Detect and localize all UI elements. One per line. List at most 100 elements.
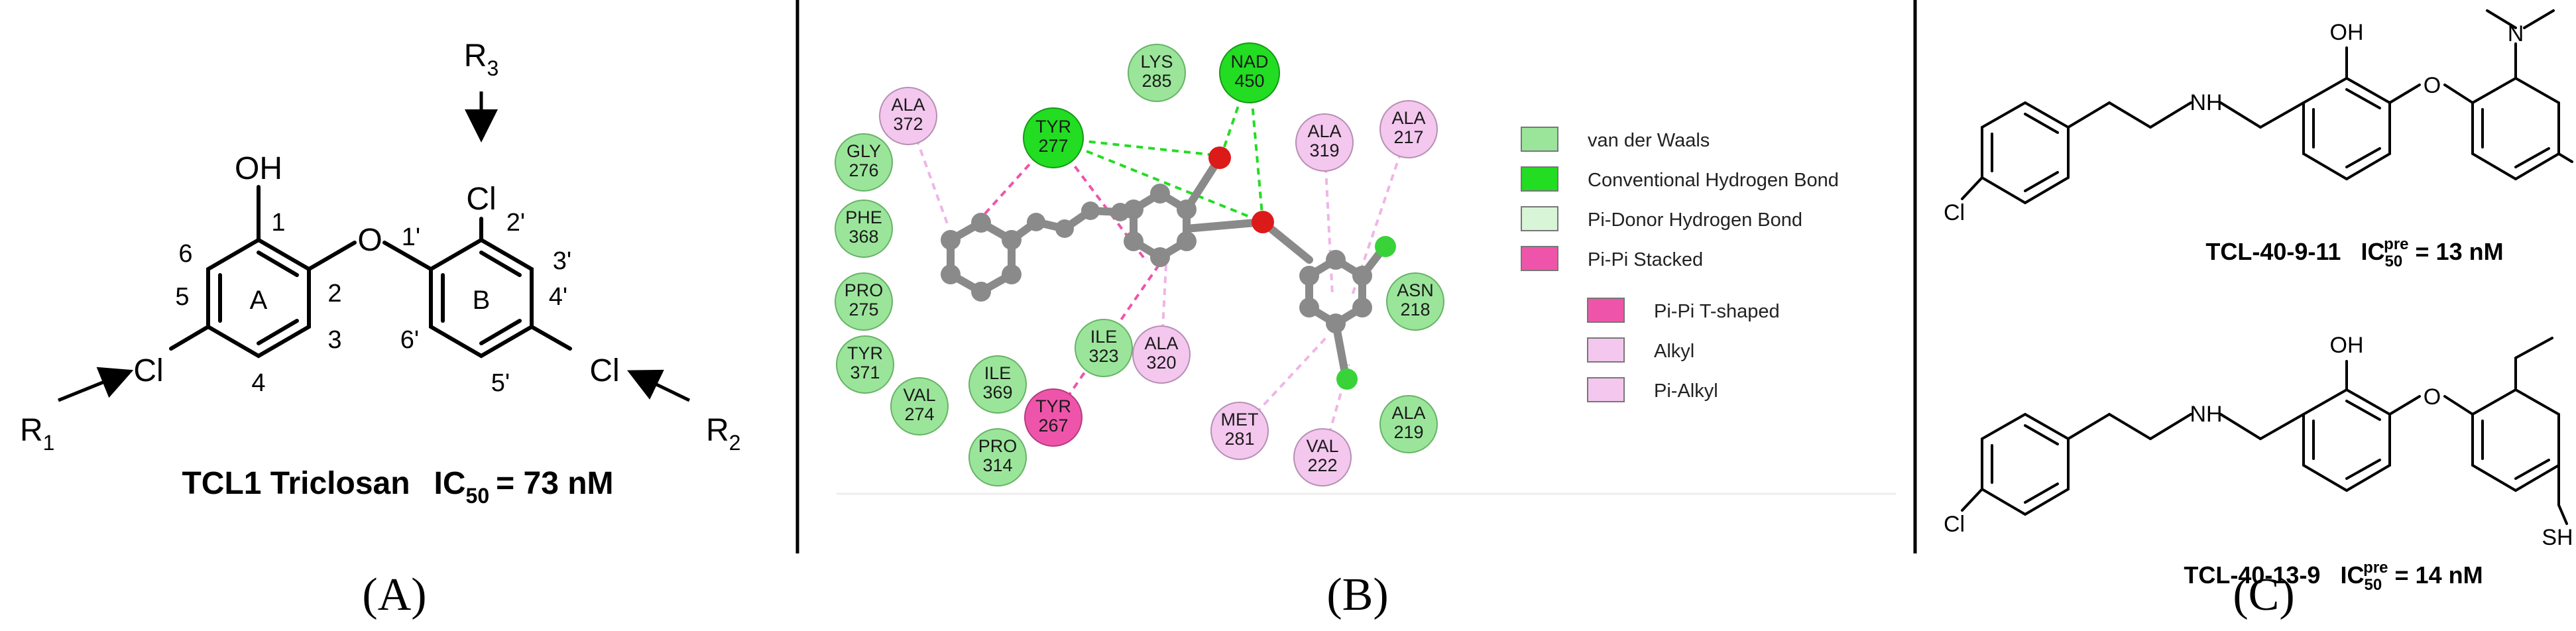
pos-3prime: 3' — [553, 247, 571, 275]
legend-label-hbond: Conventional Hydrogen Bond — [1588, 170, 1839, 191]
legend-swatch-alkyl — [1587, 337, 1625, 363]
pos-4: 4 — [251, 369, 265, 397]
atom-cl-2prime: Cl — [466, 182, 496, 217]
pos-6prime: 6' — [400, 326, 419, 354]
svg-text:TYR: TYR — [1035, 117, 1071, 137]
atom-o-bridge: O — [357, 223, 382, 258]
svg-text:ALA: ALA — [891, 95, 925, 115]
svg-text:368: 368 — [849, 227, 878, 247]
svg-text:275: 275 — [849, 300, 878, 319]
svg-text:276: 276 — [849, 160, 878, 180]
svg-text:218: 218 — [1400, 300, 1430, 319]
legend-label-pistacked: Pi-Pi Stacked — [1588, 249, 1703, 270]
atom-oh: OH — [235, 151, 282, 186]
svg-text:ALA: ALA — [1391, 108, 1425, 128]
pos-2: 2 — [327, 280, 341, 308]
svg-text:372: 372 — [893, 114, 923, 134]
svg-text:217: 217 — [1393, 127, 1423, 147]
c2-atom-nh: NH — [2190, 402, 2222, 427]
legend-label-pitshaped: Pi-Pi T-shaped — [1654, 301, 1780, 322]
legend-label-vdw: van der Waals — [1588, 130, 1710, 151]
svg-text:PRO: PRO — [978, 436, 1018, 456]
svg-text:TYR: TYR — [847, 343, 883, 363]
svg-text:222: 222 — [1307, 455, 1337, 475]
pos-5prime: 5' — [491, 369, 510, 397]
svg-text:369: 369 — [982, 382, 1012, 402]
svg-text:274: 274 — [904, 404, 934, 424]
panel-letter-c: (C) — [2233, 569, 2294, 620]
c2-atom-o: O — [2424, 384, 2441, 410]
atom-cl-4prime: Cl — [589, 353, 619, 388]
c1-atom-o: O — [2424, 73, 2441, 98]
svg-text:219: 219 — [1393, 422, 1423, 442]
ligand-chlorine-upper — [1375, 236, 1396, 257]
pos-3: 3 — [327, 326, 341, 354]
panel-letter-a: (A) — [362, 569, 426, 620]
atom-cl-5: Cl — [133, 353, 163, 388]
legend-swatch-pitshaped — [1587, 298, 1625, 323]
legend-label-pialkyl: Pi-Alkyl — [1654, 380, 1718, 402]
pos-5: 5 — [175, 283, 189, 311]
svg-text:ASN: ASN — [1397, 280, 1434, 300]
c2-atom-cl: Cl — [1944, 512, 1965, 537]
triclosan-arrows — [58, 91, 691, 402]
svg-text:LYS: LYS — [1140, 52, 1173, 72]
svg-text:ILE: ILE — [1090, 327, 1118, 347]
c2-atom-sh: SH — [2542, 525, 2573, 550]
svg-text:450: 450 — [1234, 71, 1264, 91]
legend-swatch-hbond — [1521, 166, 1558, 192]
svg-text:320: 320 — [1146, 353, 1176, 373]
compound-tcl-40-13-9 — [1961, 337, 2568, 525]
c1-atom-nh: NH — [2190, 90, 2222, 115]
r1-label: R1 — [20, 413, 54, 455]
legend-swatch-pialkyl — [1587, 377, 1625, 402]
triclosan-structure — [169, 185, 572, 359]
interaction-legend: van der Waals Conventional Hydrogen Bond… — [1521, 127, 1839, 402]
ligand-chlorine-lower — [1336, 369, 1358, 390]
panel-a: OH O Cl Cl Cl R3 R1 R2 A B 1 2 3 4 5 6 1… — [20, 38, 740, 620]
ring-label-b: B — [473, 286, 491, 315]
legend-label-alkyl: Alkyl — [1654, 341, 1694, 362]
c2-atom-oh: OH — [2330, 333, 2364, 358]
pos-1: 1 — [271, 209, 285, 237]
svg-text:281: 281 — [1224, 429, 1254, 449]
panel-letter-b: (B) — [1326, 569, 1388, 620]
ring-label-a: A — [250, 286, 268, 315]
pos-6: 6 — [178, 240, 192, 268]
c1-atom-cl: Cl — [1944, 200, 1965, 225]
ligand-oxygen-ether — [1252, 211, 1274, 233]
svg-text:319: 319 — [1309, 141, 1339, 160]
svg-text:277: 277 — [1038, 136, 1068, 156]
legend-swatch-pistacked — [1521, 246, 1558, 271]
pos-1prime: 1' — [402, 223, 420, 251]
svg-text:VAL: VAL — [903, 385, 935, 405]
svg-text:ILE: ILE — [984, 363, 1012, 383]
svg-text:MET: MET — [1221, 410, 1259, 430]
svg-text:ALA: ALA — [1307, 121, 1341, 141]
svg-text:267: 267 — [1038, 416, 1068, 435]
